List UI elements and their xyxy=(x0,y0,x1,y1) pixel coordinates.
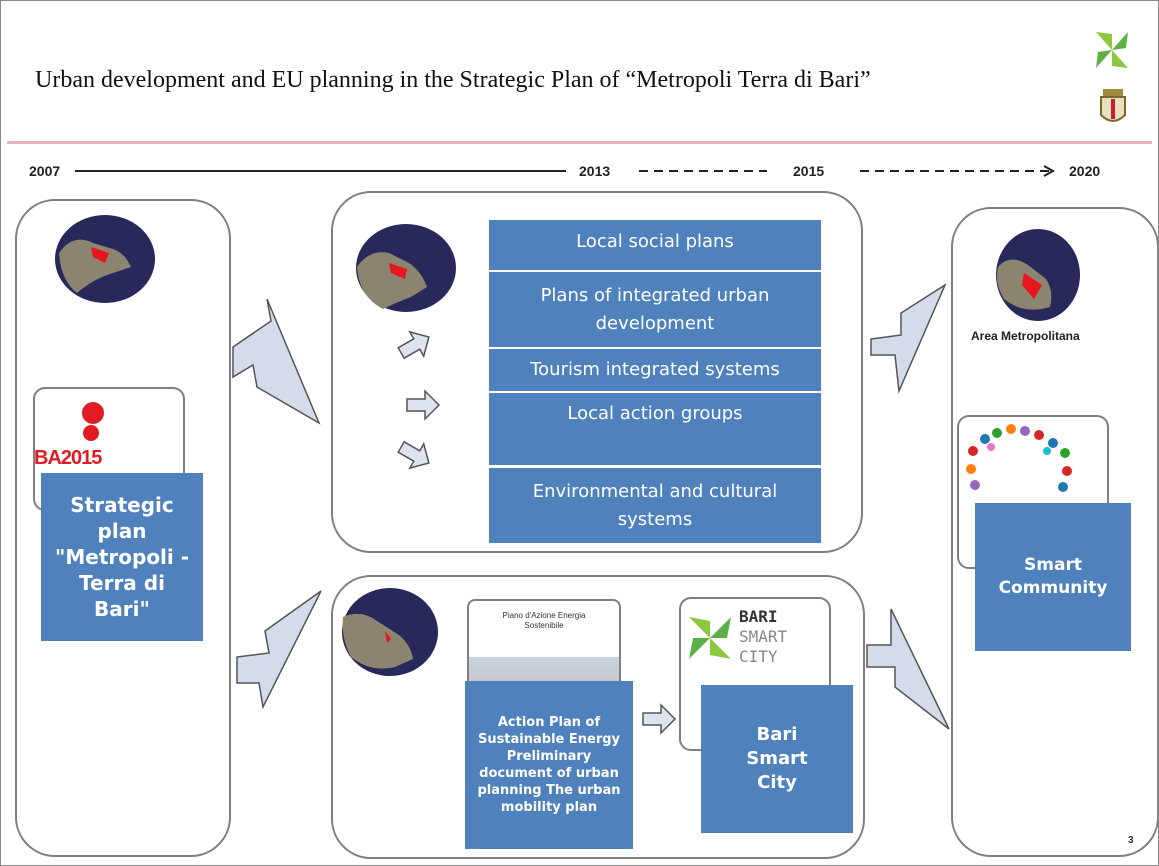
people-crowd-icon xyxy=(966,424,1072,492)
satellite-map-icon xyxy=(55,215,155,303)
ba2015-logo-text: BA2015 xyxy=(34,447,102,469)
flow-arrow-icon xyxy=(236,590,322,710)
timeline-label-2013: 2013 xyxy=(579,163,611,179)
smart-logo-text-2: SMART xyxy=(739,627,788,646)
coat-of-arms-icon xyxy=(1100,89,1126,122)
list-item-local-social-plans: Local social plans xyxy=(489,220,821,270)
action-plan-box: Action Plan of Sustainable Energy Prelim… xyxy=(465,681,633,849)
flow-arrow-icon xyxy=(232,298,321,425)
flow-arrow-icon xyxy=(866,608,950,730)
bari-smart-city-box: Bari Smart City xyxy=(701,685,853,833)
small-arrow-icon xyxy=(397,440,430,470)
smart-logo-text-1: BARI xyxy=(739,607,778,626)
smart-community-box: Smart Community xyxy=(975,503,1131,651)
list-item-tourism-systems: Tourism integrated systems xyxy=(489,349,821,391)
title-divider xyxy=(7,141,1152,144)
list-item-local-action-groups: Local action groups xyxy=(489,393,821,465)
area-metropolitana-label: Area Metropolitana xyxy=(971,329,1080,343)
document-thumbnail-title: Piano d'Azione Energia Sostenibile xyxy=(502,611,586,630)
smart-logo-text-3: CITY xyxy=(739,647,778,666)
timeline xyxy=(75,165,1056,177)
bari-smart-city-logo-icon xyxy=(689,617,731,659)
pinwheel-logo-icon xyxy=(1096,32,1128,68)
satellite-map-icon xyxy=(356,224,456,312)
list-item-environmental-cultural: Environmental and cultural systems xyxy=(489,468,821,543)
page-number: 3 xyxy=(1128,835,1134,846)
timeline-label-2020: 2020 xyxy=(1069,163,1101,179)
slide-title: Urban development and EU planning in the… xyxy=(35,67,871,93)
list-item-integrated-urban-development: Plans of integrated urban development xyxy=(489,272,821,347)
small-arrow-icon xyxy=(406,389,441,421)
timeline-label-2007: 2007 xyxy=(29,163,61,179)
satellite-map-icon xyxy=(342,588,438,676)
small-arrow-icon xyxy=(397,330,430,360)
satellite-map-icon xyxy=(996,229,1080,321)
ba2015-logo-icon xyxy=(82,402,104,441)
strategic-plan-box: Strategic plan "Metropoli - Terra di Bar… xyxy=(41,473,203,641)
timeline-label-2015: 2015 xyxy=(793,163,825,179)
flow-arrow-icon xyxy=(870,283,947,394)
small-arrow-icon xyxy=(642,703,677,735)
